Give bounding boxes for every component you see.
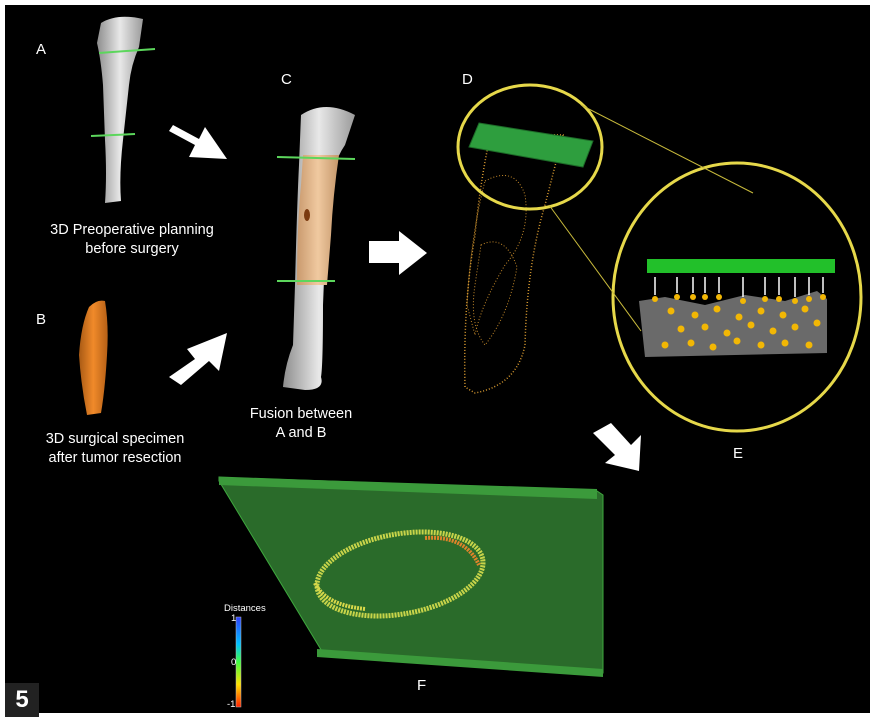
- point-cloud-d-model: [465, 123, 593, 393]
- surface-point: [716, 294, 722, 300]
- colorbar-mid-label: 0: [231, 657, 236, 668]
- interior-point: [758, 342, 765, 349]
- panel-label-c: C: [281, 71, 292, 88]
- caption-b-line1: 3D surgical specimen: [20, 430, 210, 449]
- panel-label-a: A: [36, 41, 46, 58]
- interior-point: [782, 340, 789, 347]
- interior-point: [662, 342, 669, 349]
- interior-point: [692, 312, 699, 319]
- caption-c-line2: A and B: [231, 424, 371, 443]
- colorbar-min-label: -1: [227, 699, 235, 710]
- zoom-connector-top: [581, 105, 753, 193]
- panel-label-f: F: [417, 677, 426, 694]
- figure-number: 5: [5, 683, 39, 717]
- interior-point: [748, 322, 755, 329]
- interior-point: [724, 330, 731, 337]
- panel-label-d: D: [462, 71, 473, 88]
- specimen-b-model: [79, 301, 108, 415]
- surface-point: [806, 296, 812, 302]
- schematic-e: [639, 259, 835, 357]
- panel-label-b: B: [36, 311, 46, 328]
- surface-point: [690, 294, 696, 300]
- interior-point: [736, 314, 743, 321]
- panel-label-e: E: [733, 445, 743, 462]
- figure-artwork: [5, 5, 870, 713]
- interior-point: [770, 328, 777, 335]
- zoom-connector-bottom: [549, 205, 641, 331]
- interior-point: [758, 308, 765, 315]
- interior-point: [702, 324, 709, 331]
- interior-point: [780, 312, 787, 319]
- interior-point: [806, 342, 813, 349]
- surface-point: [702, 294, 708, 300]
- figure-panel: A 3D Preoperative planning before surger…: [5, 5, 870, 713]
- caption-b-line2: after tumor resection: [20, 449, 210, 468]
- interior-point: [814, 320, 821, 327]
- surface-point: [652, 296, 658, 302]
- fusion-c-model: [277, 107, 355, 390]
- caption-b: 3D surgical specimen after tumor resecti…: [20, 430, 210, 468]
- arrow-e-to-f: [593, 423, 641, 471]
- surface-point: [762, 296, 768, 302]
- caption-c: Fusion between A and B: [231, 405, 371, 443]
- caption-a: 3D Preoperative planning before surgery: [27, 221, 237, 259]
- arrow-a-to-c: [169, 125, 227, 159]
- interior-point: [710, 344, 717, 351]
- colorbar-max-label: 1: [231, 613, 236, 624]
- arrow-c-to-d: [369, 231, 427, 275]
- surface-point: [820, 294, 826, 300]
- caption-c-line1: Fusion between: [231, 405, 371, 424]
- surface-point: [792, 298, 798, 304]
- surface-point: [674, 294, 680, 300]
- surface-point: [740, 298, 746, 304]
- caption-a-line1: 3D Preoperative planning: [27, 221, 237, 240]
- arrow-b-to-c: [169, 333, 227, 385]
- interior-point: [802, 306, 809, 313]
- interior-point: [688, 340, 695, 347]
- colorbar: [236, 617, 241, 707]
- bone-a-model: [91, 17, 155, 203]
- plane-f: [219, 477, 603, 677]
- interior-point: [678, 326, 685, 333]
- interior-point: [668, 308, 675, 315]
- interior-point: [714, 306, 721, 313]
- interior-point: [792, 324, 799, 331]
- interior-point: [734, 338, 741, 345]
- surface-point: [776, 296, 782, 302]
- caption-a-line2: before surgery: [27, 240, 237, 259]
